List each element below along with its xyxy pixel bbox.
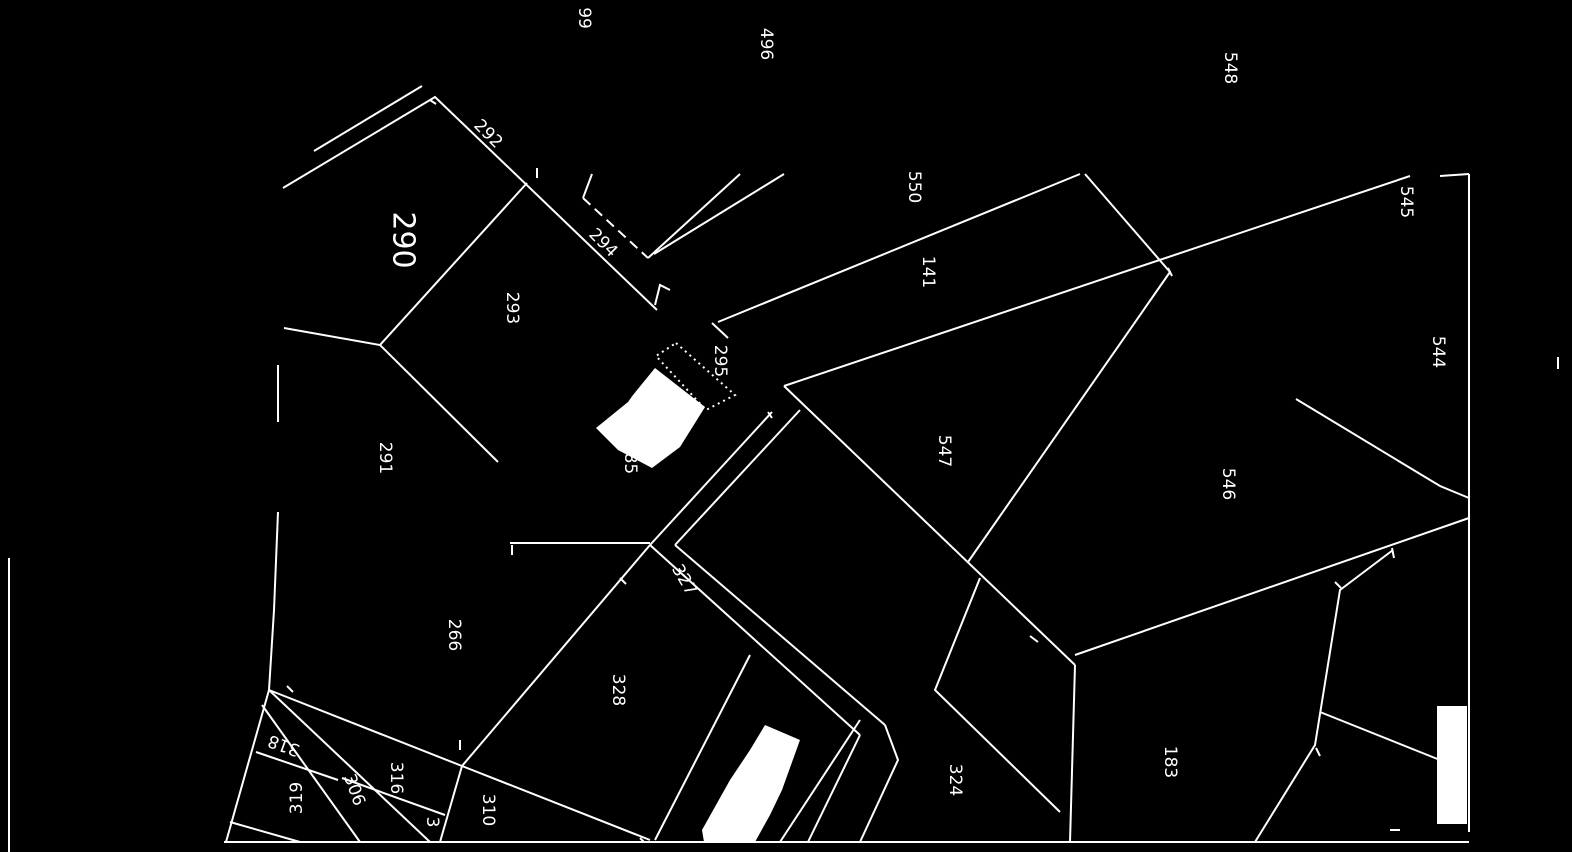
parcel-label-544: 544 — [1428, 336, 1448, 368]
parcel-label-548: 548 — [1220, 52, 1240, 84]
parcel-label-293: 293 — [502, 292, 522, 324]
parcel-label-266: 266 — [444, 619, 464, 651]
parcel-label-290: 290 — [386, 211, 421, 268]
parcel-label-324: 324 — [945, 764, 965, 796]
parcel-label-295: 295 — [710, 345, 730, 377]
parcel-label-99: 99 — [574, 7, 594, 29]
building-hatch-285 — [596, 368, 705, 468]
boundary-ticks — [286, 99, 1395, 843]
parcel-label-547: 547 — [934, 435, 954, 467]
parcel-label-328: 328 — [608, 674, 628, 706]
parcel-label-319: 319 — [287, 782, 307, 814]
parcel-label-550: 550 — [904, 171, 924, 203]
parcel-label-291: 291 — [375, 442, 395, 474]
parcel-boundaries — [8, 85, 1559, 852]
parcel-label-3: 3 — [422, 817, 442, 828]
parcel-label-285: 285 — [620, 442, 640, 474]
building-hatch-east — [1437, 706, 1467, 824]
parcel-label-496: 496 — [756, 28, 776, 60]
parcel-label-545: 545 — [1396, 186, 1416, 218]
parcel-label-141: 141 — [918, 256, 938, 288]
parcel-label-316: 316 — [386, 762, 406, 794]
parcel-label-310: 310 — [478, 794, 498, 826]
parcel-label-183: 183 — [1160, 746, 1180, 778]
building-hatch-south — [702, 725, 800, 842]
building-hatches — [596, 368, 1467, 842]
parcel-label-546: 546 — [1218, 468, 1238, 500]
